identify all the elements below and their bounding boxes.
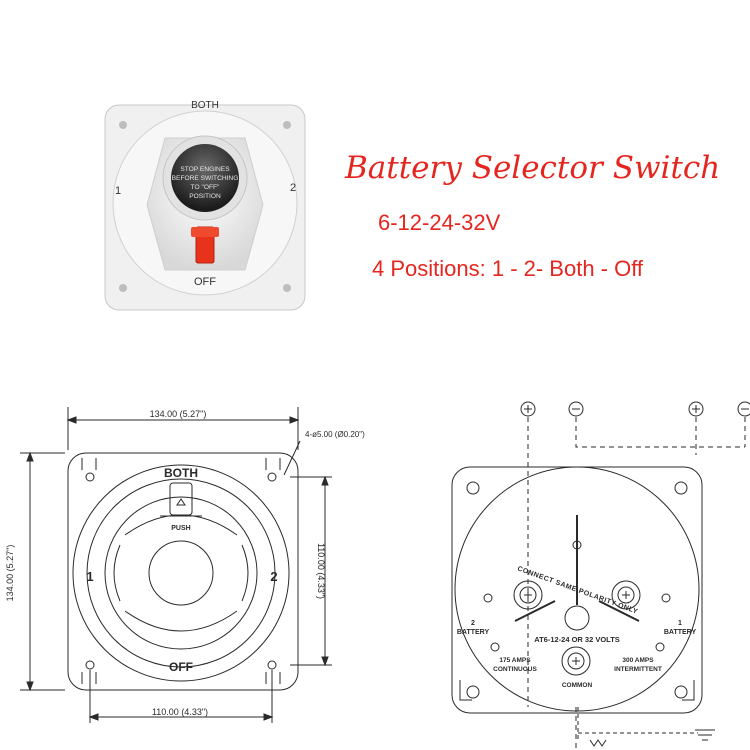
positive-symbol-icon bbox=[572, 657, 580, 665]
front-inner-ring bbox=[104, 496, 258, 650]
front-outer-ring bbox=[72, 464, 290, 682]
rear-mount-hole bbox=[674, 685, 688, 699]
positions-spec: 4 Positions: 1 - 2- Both - Off bbox=[372, 256, 644, 281]
voltage-spec: 6-12-24-32V bbox=[378, 210, 501, 235]
terminal-battery2-nut bbox=[519, 586, 537, 604]
front-plate-outline bbox=[67, 452, 299, 691]
hole-dimension-text: 4-ø5.00 (Ø0.20") bbox=[305, 430, 365, 439]
rear-center-boss bbox=[564, 605, 590, 631]
hole-spacing-v-text: 110.00 (4.33") bbox=[316, 543, 326, 599]
front-label-1: 1 bbox=[86, 569, 93, 584]
rear-mount-hole bbox=[466, 685, 480, 699]
rear-intermittent-word: INTERMITTENT bbox=[614, 666, 662, 673]
photo-warning-line2: BEFORE SWITCHING bbox=[172, 175, 239, 182]
mount-hole bbox=[119, 121, 127, 129]
rear-continuous-word: CONTINUOUS bbox=[493, 666, 537, 673]
photo-label-1: 1 bbox=[115, 185, 121, 197]
front-dimension-drawing: 134.00 (5.27") 4-ø5.00 (Ø0.20") 134.00 (… bbox=[5, 407, 365, 723]
mount-hole bbox=[283, 121, 291, 129]
positive-symbol-icon bbox=[692, 405, 700, 413]
rear-stud-hole bbox=[661, 593, 671, 603]
common-wire-bottom bbox=[577, 707, 698, 740]
rear-battery1-number: 1 bbox=[678, 620, 682, 627]
rear-corner-marks bbox=[459, 680, 695, 701]
product-title: Battery Selector Switch bbox=[345, 150, 721, 186]
height-dimension-text: 134.00 (5.27") bbox=[5, 545, 15, 602]
dim-arrow bbox=[26, 451, 34, 692]
rear-battery2-word: BATTERY bbox=[457, 629, 490, 636]
ground-symbol-icon bbox=[695, 729, 715, 741]
dim-arrow bbox=[66, 416, 300, 424]
front-mount-hole bbox=[85, 472, 95, 482]
front-label-both: BOTH bbox=[164, 466, 198, 480]
rear-battery1-word: BATTERY bbox=[664, 629, 697, 636]
positive-symbol-icon bbox=[524, 405, 532, 413]
photo-label-2: 2 bbox=[290, 182, 296, 194]
positive-symbol-icon bbox=[622, 591, 630, 599]
dim-arrow bbox=[88, 713, 274, 721]
hole-tab-marks bbox=[81, 458, 281, 684]
positive-symbol-icon bbox=[688, 401, 704, 417]
front-mount-hole bbox=[85, 660, 95, 670]
width-dimension-text: 134.00 (5.27") bbox=[150, 409, 207, 419]
positive-symbol-icon bbox=[524, 591, 532, 599]
terminal-battery1-nut bbox=[617, 586, 635, 604]
front-push-lock bbox=[169, 482, 193, 516]
terminal-battery2 bbox=[513, 580, 543, 610]
front-lock-arrow bbox=[176, 498, 186, 506]
front-mount-hole bbox=[267, 660, 277, 670]
front-label-push: PUSH bbox=[171, 525, 190, 532]
photo-lock-lever-top bbox=[191, 227, 219, 237]
photo-warning-lens bbox=[171, 144, 239, 212]
front-label-2: 2 bbox=[270, 569, 277, 584]
mount-hole bbox=[283, 284, 291, 292]
front-center-hub bbox=[148, 540, 214, 606]
dim-arrow bbox=[321, 475, 329, 667]
front-label-off: OFF bbox=[169, 660, 193, 674]
mount-hole bbox=[119, 284, 127, 292]
rear-wiring-drawing: 2 BATTERY 1 BATTERY CONNECT SAME POLARIT… bbox=[451, 401, 750, 750]
rear-intermittent-amps: 300 AMPS bbox=[622, 657, 654, 664]
photo-warning-line1: STOP ENGINES bbox=[180, 166, 230, 173]
photo-label-both: BOTH bbox=[191, 100, 219, 111]
rear-common-label: COMMON bbox=[562, 682, 593, 689]
rear-body-circle bbox=[454, 466, 700, 712]
front-knob-wings bbox=[124, 514, 238, 632]
negative-symbol-icon bbox=[737, 401, 750, 417]
rear-stud-hole bbox=[483, 593, 493, 603]
photo-label-off: OFF bbox=[194, 276, 216, 288]
wire-negative-bus bbox=[575, 417, 745, 448]
front-knob-grips bbox=[113, 544, 249, 602]
rear-mount-hole bbox=[466, 481, 480, 495]
rear-stud-hole bbox=[655, 642, 665, 652]
terminal-battery1 bbox=[611, 580, 641, 610]
terminal-common bbox=[561, 646, 591, 676]
load-symbol-icon bbox=[589, 739, 607, 747]
rear-continuous-amps: 175 AMPS bbox=[499, 657, 531, 664]
front-mount-hole bbox=[267, 472, 277, 482]
hole-spacing-h-text: 110.00 (4.33") bbox=[152, 707, 208, 717]
positive-symbol-icon bbox=[520, 401, 536, 417]
photo-warning-line3: TO "OFF" bbox=[191, 184, 220, 191]
rear-model-text: AT6-12-24 OR 32 VOLTS bbox=[534, 635, 620, 644]
photo-warning-line4: POSITION bbox=[189, 193, 221, 200]
rear-rib bbox=[514, 600, 640, 622]
rear-stud-hole bbox=[490, 642, 500, 652]
front-middle-ring bbox=[86, 478, 276, 668]
switch-photo: STOP ENGINES BEFORE SWITCHING TO "OFF" P… bbox=[104, 100, 306, 311]
terminal-common-nut bbox=[567, 652, 585, 670]
rear-battery2-number: 2 bbox=[471, 620, 475, 627]
negative-symbol-icon bbox=[568, 401, 584, 417]
rear-mount-hole bbox=[674, 481, 688, 495]
